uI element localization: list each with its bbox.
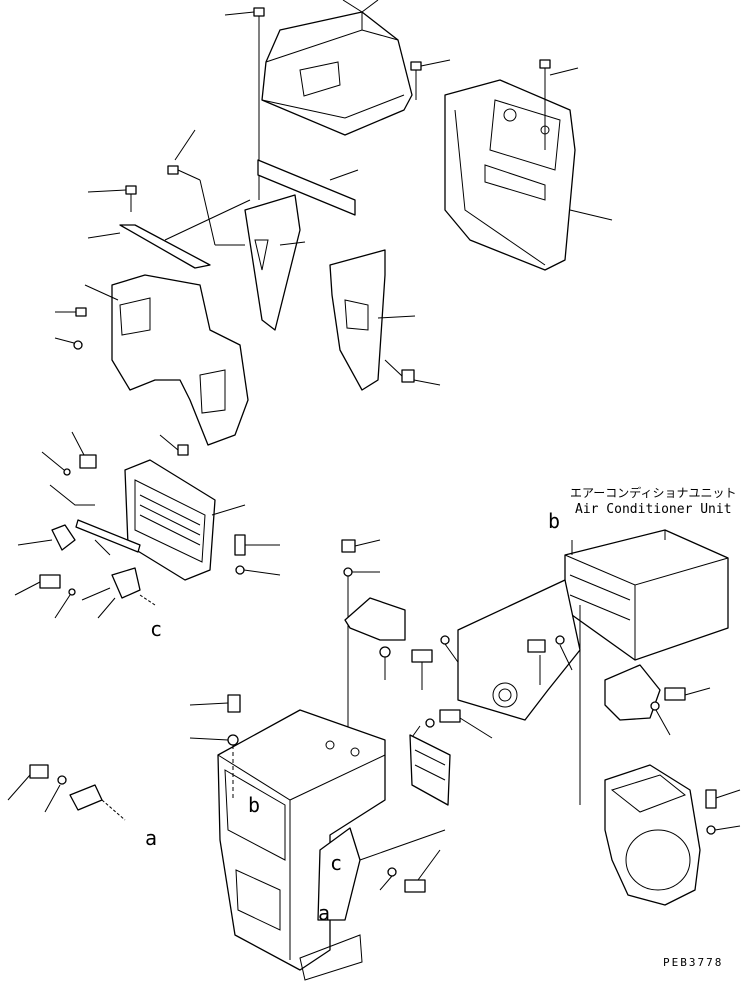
bolt-mid	[411, 649, 433, 663]
console-panel	[444, 79, 576, 271]
bolt-fitting	[664, 687, 686, 701]
bolt-bracket	[167, 165, 201, 181]
bolt-mid-2	[439, 709, 461, 723]
bracket-small-left	[51, 524, 76, 551]
ref-b-frame: b	[248, 793, 260, 817]
bolt-frame	[227, 694, 241, 713]
bolt-console	[539, 59, 551, 150]
top-cover	[261, 11, 413, 136]
bolt-strip	[125, 185, 137, 212]
ref-c-left: c	[150, 617, 162, 641]
bolt-center-top	[341, 539, 356, 553]
side-bracket	[329, 249, 386, 391]
bolt-right-grille	[234, 534, 246, 556]
cab-frame	[217, 709, 386, 981]
bracket-vertical	[244, 194, 301, 331]
ref-a-frame: a	[318, 901, 330, 925]
drawing-code: PEB3778	[663, 956, 723, 969]
blower-unit	[604, 764, 701, 906]
grille-small	[409, 734, 451, 806]
ref-a-left: a	[145, 826, 157, 850]
bolt-frame-right	[404, 879, 426, 893]
bracket-center	[344, 597, 406, 641]
bolt-ac	[527, 639, 546, 653]
ac-fittings	[604, 664, 661, 721]
ac-unit-label-en: Air Conditioner Unit	[575, 502, 732, 517]
bracket-horizontal	[257, 159, 356, 216]
bolt-bottom-left	[29, 764, 49, 779]
ac-cover-plate	[457, 579, 581, 721]
strip-bracket	[119, 224, 211, 269]
bolt-side	[384, 359, 415, 383]
ref-b-top: b	[548, 509, 560, 533]
bolt-top-right	[410, 61, 422, 100]
grille-panel	[124, 459, 216, 581]
clip-c	[111, 567, 141, 599]
bolt-blower	[705, 789, 717, 809]
ac-unit-label-jp: エアーコンディショナユニット	[570, 485, 736, 500]
bolt-lower-left	[39, 574, 61, 589]
frame-gusset	[317, 827, 361, 921]
bolt-duct	[75, 307, 87, 317]
air-duct	[111, 274, 249, 446]
ac-unit	[564, 529, 729, 661]
washer-duct	[73, 340, 83, 350]
rod	[75, 519, 141, 553]
ref-c-frame: c	[330, 851, 342, 875]
bolt-grille	[177, 444, 189, 456]
clip-a	[69, 784, 103, 811]
bolt-top-left	[253, 7, 265, 42]
bolt-left-a	[79, 454, 97, 469]
